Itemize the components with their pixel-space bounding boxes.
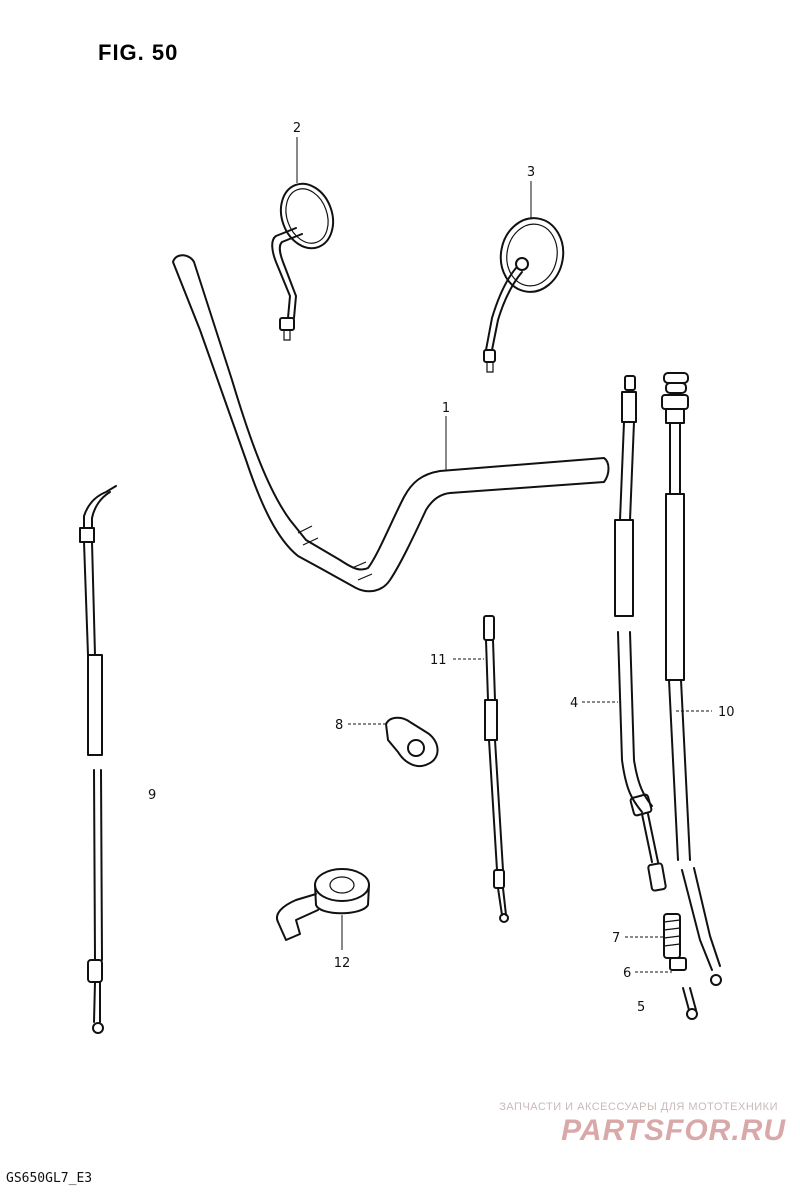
callout-7: 7 <box>612 931 620 946</box>
callout-1: 1 <box>442 401 450 416</box>
adjuster-7 <box>663 913 681 959</box>
mirror-right <box>483 217 565 373</box>
callout-12: 12 <box>334 956 351 971</box>
mirror-left <box>271 182 335 341</box>
handlebar <box>172 254 610 593</box>
clip-6 <box>669 957 687 971</box>
cable-10 <box>661 372 722 986</box>
callout-11: 11 <box>430 653 447 668</box>
leader-lines <box>296 137 712 973</box>
callout-10: 10 <box>718 705 735 720</box>
cable-9 <box>79 485 117 1034</box>
callout-8: 8 <box>335 718 343 733</box>
bracket-8 <box>385 716 439 768</box>
callouts: 2 3 1 11 4 10 8 9 7 6 5 12 <box>148 121 735 1015</box>
callout-4: 4 <box>570 696 578 711</box>
callout-6: 6 <box>623 966 631 981</box>
figure-title: FIG. 50 <box>98 40 178 65</box>
model-code: GS650GL7_E3 <box>6 1171 92 1186</box>
callout-5: 5 <box>637 1000 645 1015</box>
throttle-housing-12 <box>276 868 370 941</box>
callout-2: 2 <box>293 121 301 136</box>
callout-9: 9 <box>148 788 156 803</box>
watermark-brand: PARTSFOR.RU <box>561 1114 786 1147</box>
screw-5 <box>682 987 698 1020</box>
watermark-tagline: ЗАПЧАСТИ И АКСЕССУАРЫ ДЛЯ МОТОТЕХНИКИ <box>499 1101 778 1113</box>
watermark: ЗАПЧАСТИ И АКСЕССУАРЫ ДЛЯ МОТОТЕХНИКИ PA… <box>499 1101 786 1147</box>
cable-11 <box>483 615 509 923</box>
cable-4 <box>614 375 667 892</box>
callout-3: 3 <box>527 165 535 180</box>
